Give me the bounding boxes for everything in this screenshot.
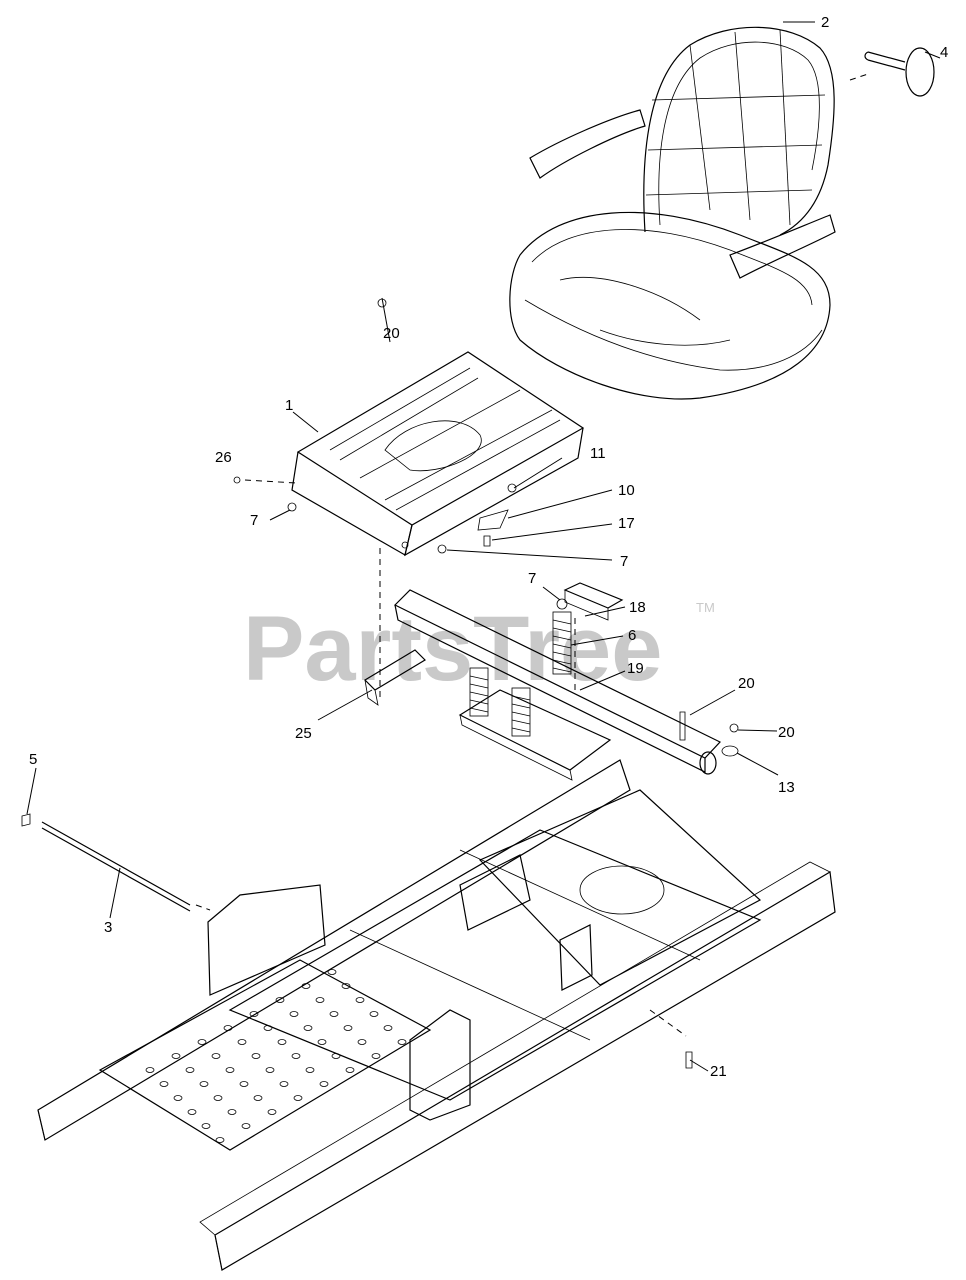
foot-plate-hole bbox=[239, 1081, 249, 1087]
callout-4: 4 bbox=[940, 44, 948, 61]
foot-plate-hole bbox=[225, 1067, 235, 1073]
seat[interactable] bbox=[509, 26, 836, 400]
foot-plate-hole bbox=[249, 1011, 259, 1017]
foot-plate-hole bbox=[301, 983, 311, 989]
callout-26: 26 bbox=[215, 449, 232, 466]
foot-plate-hole bbox=[371, 1053, 381, 1059]
callout-3: 3 bbox=[104, 919, 112, 936]
foot-plate-hole bbox=[369, 1011, 379, 1017]
spring[interactable] bbox=[469, 611, 572, 737]
clip-5[interactable] bbox=[21, 813, 31, 827]
foot-plate-hole bbox=[251, 1053, 261, 1059]
nut-26[interactable] bbox=[233, 476, 241, 484]
callout-7-spring: 7 bbox=[528, 570, 536, 587]
foot-plate-hole bbox=[215, 1137, 225, 1143]
callout-7-left: 7 bbox=[250, 512, 258, 529]
washer-20[interactable] bbox=[729, 723, 739, 733]
callout-19: 19 bbox=[627, 660, 644, 677]
suspension-frame[interactable] bbox=[393, 589, 721, 781]
foot-plate-hole bbox=[397, 1039, 407, 1045]
callout-20-washer: 20 bbox=[778, 724, 795, 741]
seat-pan-plate[interactable] bbox=[291, 351, 585, 557]
nut-7-left[interactable] bbox=[287, 502, 297, 512]
bracket[interactable] bbox=[563, 582, 624, 621]
foot-plate-hole bbox=[329, 1011, 339, 1017]
foot-plate-hole bbox=[227, 1109, 237, 1115]
bolt-21[interactable] bbox=[685, 1051, 693, 1069]
foot-plate-hole bbox=[145, 1067, 155, 1073]
screw-17[interactable] bbox=[483, 535, 491, 547]
foot-plate-hole bbox=[327, 969, 337, 975]
foot-plate-hole bbox=[331, 1053, 341, 1059]
callout-20-right: 20 bbox=[738, 675, 755, 692]
foot-plate-hole bbox=[253, 1095, 263, 1101]
damper[interactable] bbox=[364, 649, 426, 706]
foot-plate-hole bbox=[355, 997, 365, 1003]
seat-rod[interactable] bbox=[41, 821, 191, 912]
callout-20-top: 20 bbox=[383, 325, 400, 342]
foot-plate-hole bbox=[277, 1039, 287, 1045]
foot-plate-hole bbox=[303, 1025, 313, 1031]
callout-2: 2 bbox=[821, 14, 829, 31]
alignment-lines bbox=[195, 73, 869, 1037]
foot-plate-hole bbox=[201, 1123, 211, 1129]
callout-25: 25 bbox=[295, 725, 312, 742]
foot-plate-hole bbox=[237, 1039, 247, 1045]
foot-plate-hole bbox=[357, 1039, 367, 1045]
foot-plate-hole bbox=[187, 1109, 197, 1115]
foot-plate-hole bbox=[267, 1109, 277, 1115]
foot-plate-hole bbox=[383, 1025, 393, 1031]
nut-7-right[interactable] bbox=[437, 544, 447, 554]
foot-plate-hole bbox=[263, 1025, 273, 1031]
foot-plate-hole bbox=[289, 1011, 299, 1017]
nut-7-spring[interactable] bbox=[556, 598, 568, 610]
foot-plate-hole bbox=[171, 1053, 181, 1059]
callout-18: 18 bbox=[629, 599, 646, 616]
foot-plate-holes bbox=[145, 969, 407, 1143]
foot-plate-hole bbox=[343, 1025, 353, 1031]
foot-plate-hole bbox=[291, 1053, 301, 1059]
foot-plate-hole bbox=[213, 1095, 223, 1101]
watermark: PartsTree TM bbox=[243, 598, 715, 700]
callout-10: 10 bbox=[618, 482, 635, 499]
tab-10[interactable] bbox=[477, 509, 509, 531]
callout-21: 21 bbox=[710, 1063, 727, 1080]
callout-5: 5 bbox=[29, 751, 37, 768]
foot-plate-hole bbox=[305, 1067, 315, 1073]
foot-plate-hole bbox=[341, 983, 351, 989]
foot-plate-hole bbox=[241, 1123, 251, 1129]
foot-plate-hole bbox=[265, 1067, 275, 1073]
foot-plate-hole bbox=[293, 1095, 303, 1101]
watermark-text: PartsTree bbox=[243, 598, 662, 700]
hardware[interactable] bbox=[21, 298, 739, 1069]
foot-plate-hole bbox=[223, 1025, 233, 1031]
frame bbox=[37, 759, 836, 1271]
callout-7-right: 7 bbox=[620, 553, 628, 570]
callout-11: 11 bbox=[590, 445, 606, 462]
knob[interactable] bbox=[864, 47, 935, 97]
bolt-11[interactable] bbox=[507, 483, 517, 493]
foot-plate-hole bbox=[197, 1039, 207, 1045]
callout-1: 1 bbox=[285, 397, 293, 414]
foot-plate-hole bbox=[315, 997, 325, 1003]
pin-20[interactable] bbox=[679, 711, 686, 741]
foot-plate-hole bbox=[317, 1039, 327, 1045]
foot-plate-hole bbox=[173, 1095, 183, 1101]
foot-plate-hole bbox=[199, 1081, 209, 1087]
callout-17: 17 bbox=[618, 515, 635, 532]
leader-lines bbox=[26, 21, 941, 1072]
callouts: 2 4 20 1 26 11 10 7 17 7 7 18 6 19 20 25… bbox=[29, 14, 948, 1080]
foot-plate-hole bbox=[345, 1067, 355, 1073]
foot-plate-hole bbox=[185, 1067, 195, 1073]
foot-plate-hole bbox=[275, 997, 285, 1003]
callout-13: 13 bbox=[778, 779, 795, 796]
foot-plate-hole bbox=[159, 1081, 169, 1087]
clip-13[interactable] bbox=[721, 745, 739, 757]
watermark-trademark: TM bbox=[696, 600, 715, 615]
foot-plate-hole bbox=[211, 1053, 221, 1059]
foot-plate-hole bbox=[319, 1081, 329, 1087]
callout-6: 6 bbox=[628, 627, 636, 644]
foot-plate-hole bbox=[279, 1081, 289, 1087]
